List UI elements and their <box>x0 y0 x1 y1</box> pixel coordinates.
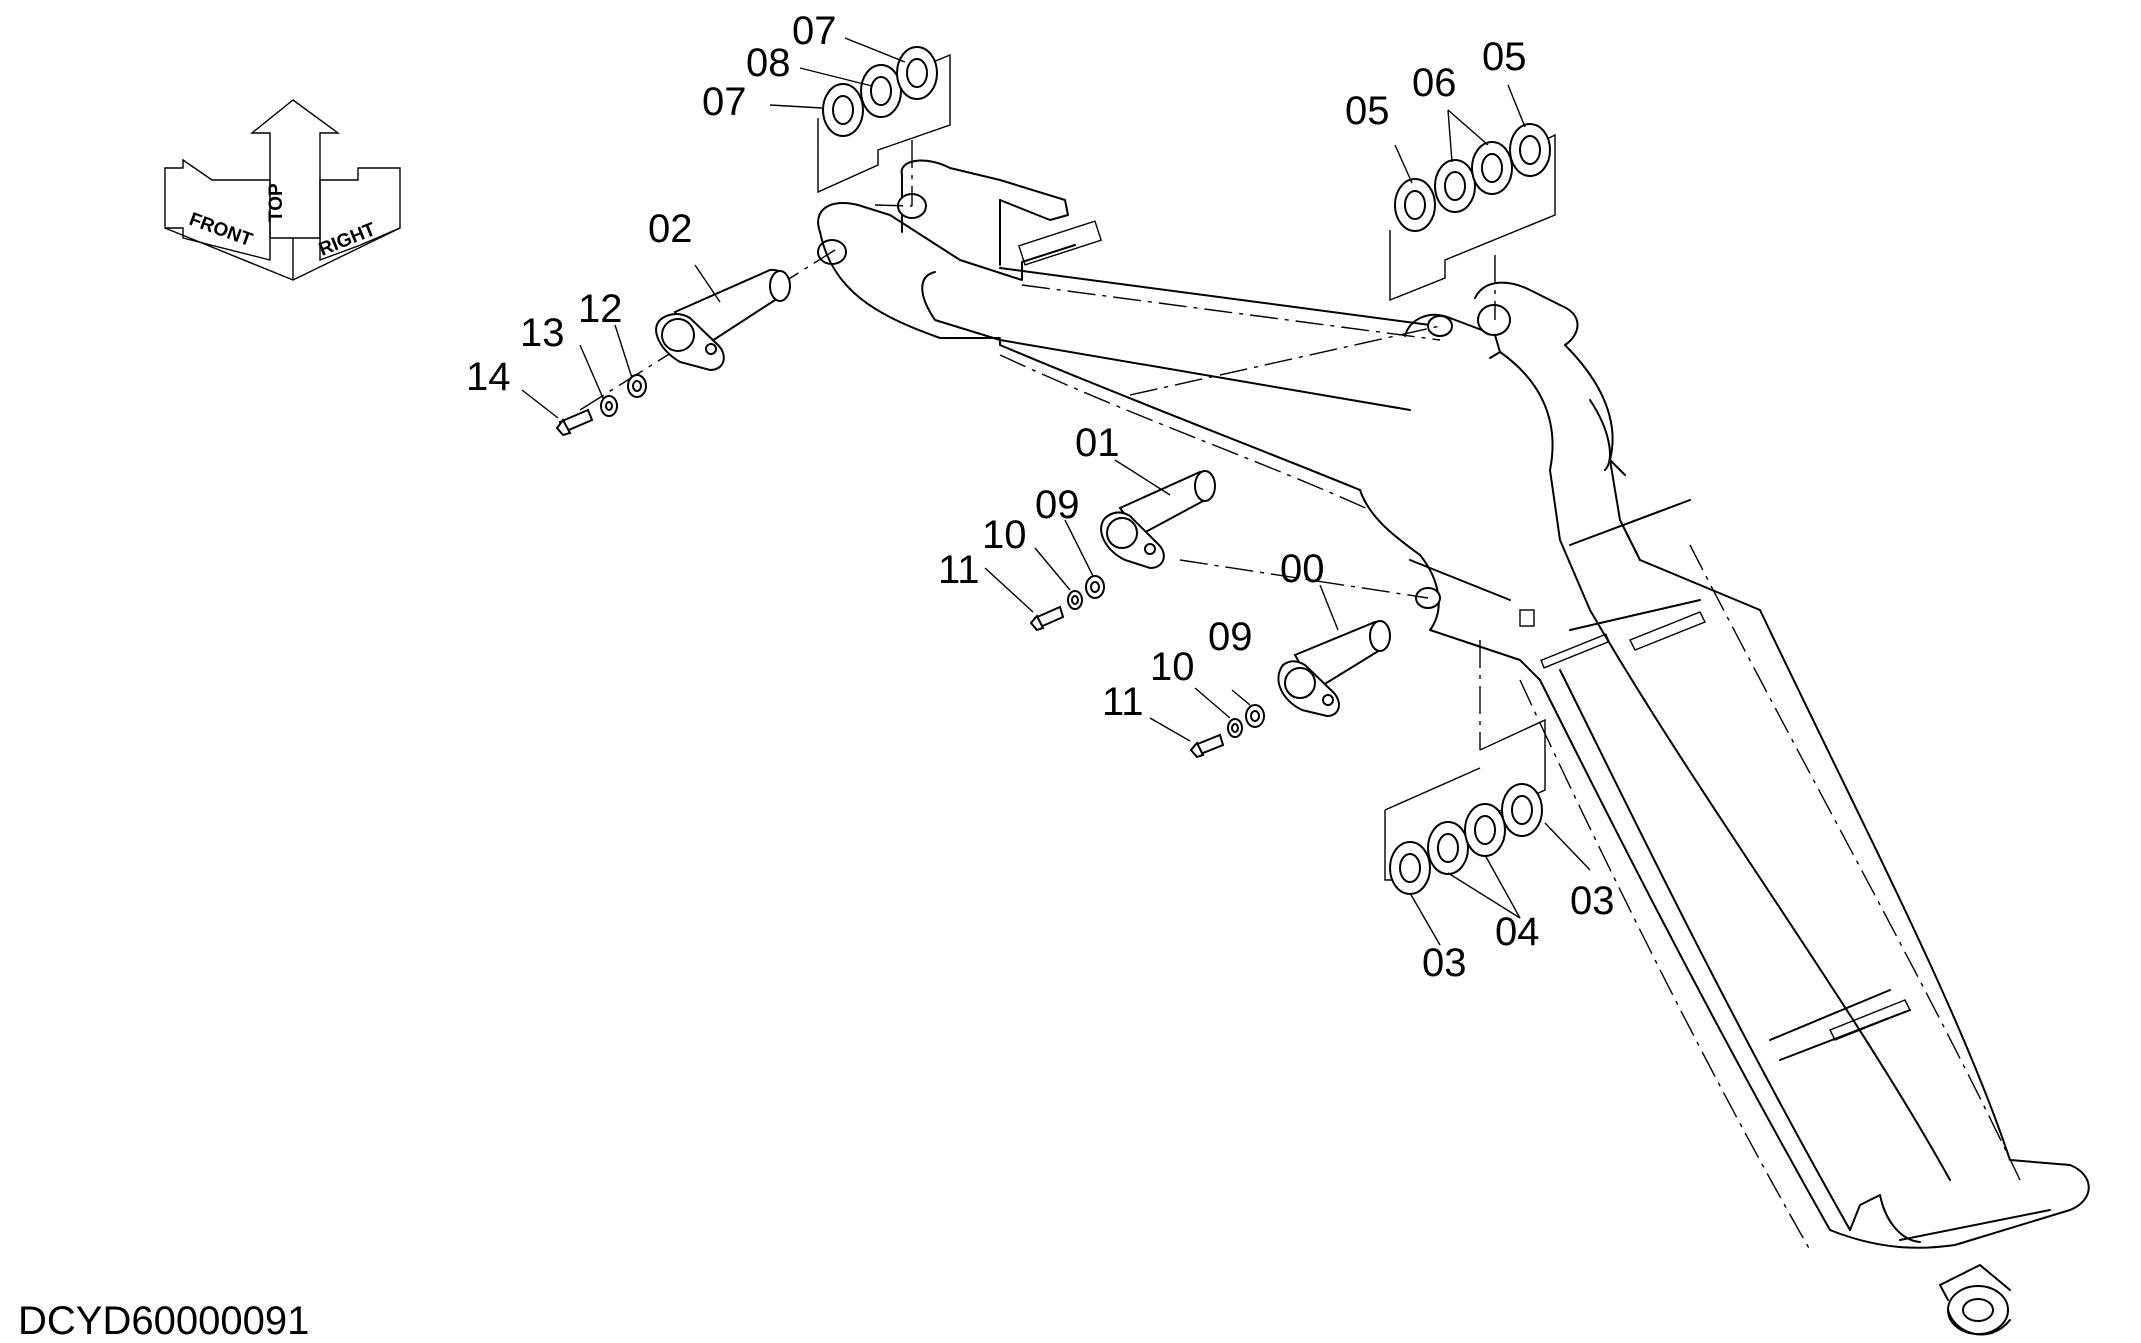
orientation-indicator: FRONT TOP RIGHT <box>164 99 401 281</box>
washer-group-upper-left <box>817 46 951 194</box>
callout-03-right: 03 <box>1570 879 1615 923</box>
washer-10-upper <box>1067 590 1083 610</box>
washer-12 <box>627 374 647 398</box>
washer-group-upper-right <box>1389 123 1556 302</box>
callout-12: 12 <box>578 287 623 331</box>
callout-02: 02 <box>648 207 693 251</box>
callout-10-lower: 10 <box>1150 645 1195 689</box>
callout-04: 04 <box>1495 910 1540 954</box>
callout-13: 13 <box>520 311 565 355</box>
orientation-top-label: TOP <box>266 183 287 222</box>
pin-00 <box>1277 620 1391 718</box>
callout-01: 01 <box>1075 421 1120 465</box>
bolt-14 <box>555 408 594 437</box>
callout-labels: 07 08 07 02 12 13 14 05 06 05 01 09 10 1… <box>466 9 1615 985</box>
callout-14: 14 <box>466 355 511 399</box>
callout-09-upper: 09 <box>1035 483 1080 527</box>
orientation-right-label: RIGHT <box>316 219 379 261</box>
callout-05-left: 05 <box>1345 89 1390 133</box>
leader-lines <box>521 37 1591 946</box>
callout-10-upper: 10 <box>982 513 1027 557</box>
callout-11-upper: 11 <box>938 548 980 592</box>
callout-07-top: 07 <box>792 9 837 53</box>
callout-07-lower: 07 <box>702 80 747 124</box>
callout-08: 08 <box>746 41 791 85</box>
boom-arm <box>817 159 2090 1336</box>
drawing-code: DCYD60000091 <box>18 1299 309 1343</box>
washer-09-upper <box>1085 575 1105 599</box>
bolt-11-upper <box>1029 605 1065 632</box>
washer-10-lower <box>1227 718 1243 738</box>
pin-02 <box>655 268 791 372</box>
callout-09-lower: 09 <box>1208 615 1253 659</box>
callout-06: 06 <box>1412 61 1457 105</box>
callout-03-left: 03 <box>1422 941 1467 985</box>
orientation-front-label: FRONT <box>186 209 255 251</box>
bolt-11-lower <box>1189 733 1225 759</box>
callout-00: 00 <box>1280 547 1325 591</box>
washer-group-lower <box>1384 718 1546 895</box>
pin-01 <box>1100 470 1216 570</box>
callout-11-lower: 11 <box>1102 680 1144 724</box>
washer-13 <box>600 395 618 417</box>
callout-05-right: 05 <box>1482 35 1527 79</box>
washer-09-lower <box>1245 704 1265 728</box>
